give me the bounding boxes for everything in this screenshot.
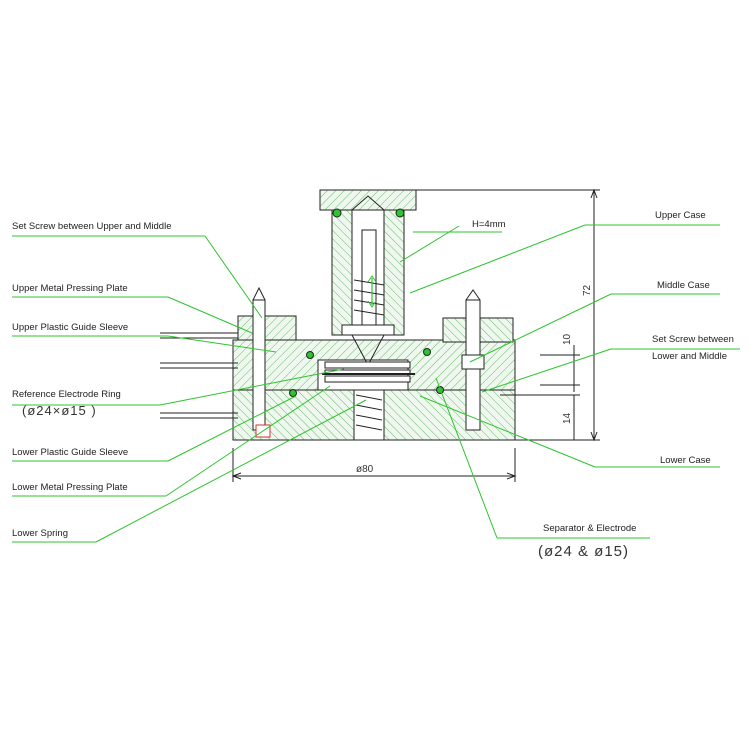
label-lower-case: Lower Case <box>660 455 711 466</box>
label-lower-spring: Lower Spring <box>12 528 68 539</box>
label-lower-metal-pressing-plate: Lower Metal Pressing Plate <box>12 482 128 493</box>
label-reference-electrode-ring-size: (ø24×ø15 ) <box>22 403 97 418</box>
dim-height-total: 72 <box>582 284 593 296</box>
label-set-screw-upper-middle: Set Screw between Upper and Middle <box>12 221 172 232</box>
label-lower-plastic-guide-sleeve: Lower Plastic Guide Sleeve <box>12 447 129 458</box>
upper-case-tower <box>319 189 417 367</box>
leader-lines <box>12 224 740 543</box>
right-flange <box>442 289 514 431</box>
dim-diameter: ø80 <box>356 464 374 475</box>
lower-spring <box>353 389 385 441</box>
label-upper-plastic-guide-sleeve: Upper Plastic Guide Sleeve <box>12 322 129 333</box>
dim-height-middle: 10 <box>562 333 573 345</box>
left-flange <box>237 286 297 438</box>
label-separator-electrode-size: (ø24 & ø15) <box>538 543 630 560</box>
label-h-dimension: H=4mm <box>472 219 506 230</box>
label-separator-electrode: Separator & Electrode <box>543 523 637 534</box>
left-leads <box>160 332 238 419</box>
dimension-lines <box>231 188 600 482</box>
label-upper-case: Upper Case <box>655 210 706 221</box>
label-middle-case: Middle Case <box>657 280 710 291</box>
label-reference-electrode-ring: Reference Electrode Ring <box>12 389 121 400</box>
separator-stack <box>322 361 415 383</box>
o-rings <box>289 348 444 397</box>
dim-height-lower: 14 <box>562 412 573 424</box>
label-set-screw-lower-middle-2: Lower and Middle <box>652 351 727 362</box>
label-set-screw-lower-middle-1: Set Screw between <box>652 334 734 345</box>
label-upper-metal-pressing-plate: Upper Metal Pressing Plate <box>12 283 128 294</box>
